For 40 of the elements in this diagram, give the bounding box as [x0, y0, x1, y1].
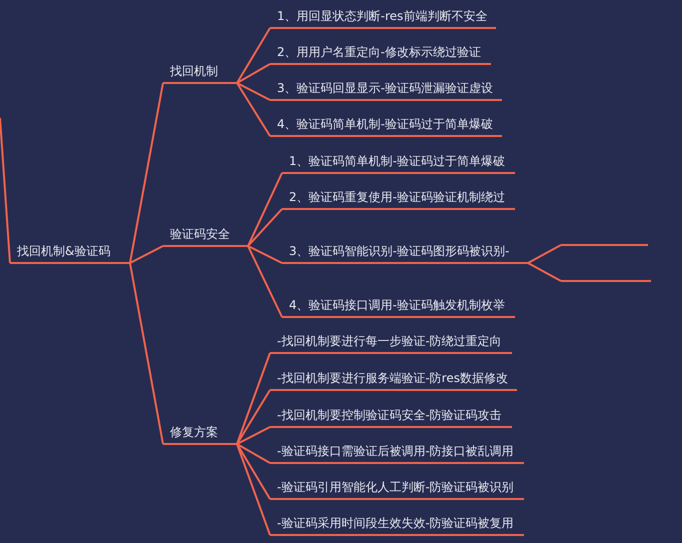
topic-label: -验证码采用时间段生效失效-防验证码被复用 [270, 512, 524, 536]
branch-line [129, 82, 164, 264]
topic-label: 2、用用户名重定向-修改标示绕过验证 [270, 41, 491, 65]
topic-label: -找回机制要控制验证码安全-防验证码攻击 [270, 404, 512, 428]
branch-line [236, 82, 271, 137]
topic-label: -验证码接口需验证后被调用-防接口被乱调用 [270, 440, 524, 464]
topic-label: 1、验证码简单机制-验证码过于简单爆破 [282, 150, 515, 174]
branch-line [236, 27, 271, 84]
topic-label: 验证码安全 [163, 223, 248, 247]
branch-line [236, 352, 271, 444]
topic-label: 修复方案 [163, 421, 237, 445]
topic-label: 找回机制&验证码 [10, 240, 130, 264]
topic-label: 2、验证码重复使用-验证码验证机制绕过 [282, 186, 515, 210]
topic-label: 3、验证码回显显示-验证码泄漏验证虚设 [270, 77, 502, 101]
branch-line [236, 389, 271, 445]
empty-topic-line [561, 244, 648, 246]
empty-topic-line [561, 280, 651, 282]
branch-line [236, 426, 270, 445]
topic-label: 找回机制 [163, 60, 237, 84]
branch-line [248, 245, 282, 264]
topic-label: -找回机制要进行服务端验证-防res数据修改 [270, 367, 517, 391]
branch-line [130, 245, 164, 264]
branch-line [247, 172, 283, 246]
branch-line [528, 262, 562, 282]
branch-line [236, 82, 270, 101]
branch-line [528, 244, 562, 264]
topic-label: 3、验证码智能识别-验证码图形码被识别- [282, 240, 528, 264]
branch-line [247, 246, 283, 318]
topic-label: 4、验证码接口调用-验证码触发机制枚举 [282, 294, 515, 318]
topic-label: 4、验证码简单机制-验证码过于简单爆破 [270, 113, 502, 137]
branch-line [129, 262, 164, 444]
topic-label: -找回机制要进行每一步验证-防绕过重定向 [270, 330, 512, 354]
topic-label: 1、用回显状态判断-res前端判断不安全 [270, 5, 496, 29]
branch-line [236, 443, 271, 500]
branch-line [247, 208, 283, 247]
branch-line [0, 118, 11, 264]
topic-label: -验证码引用智能化人工判断-防验证码被识别 [270, 476, 524, 500]
branch-line [236, 443, 270, 464]
branch-line [236, 63, 270, 84]
branch-line [236, 444, 271, 536]
